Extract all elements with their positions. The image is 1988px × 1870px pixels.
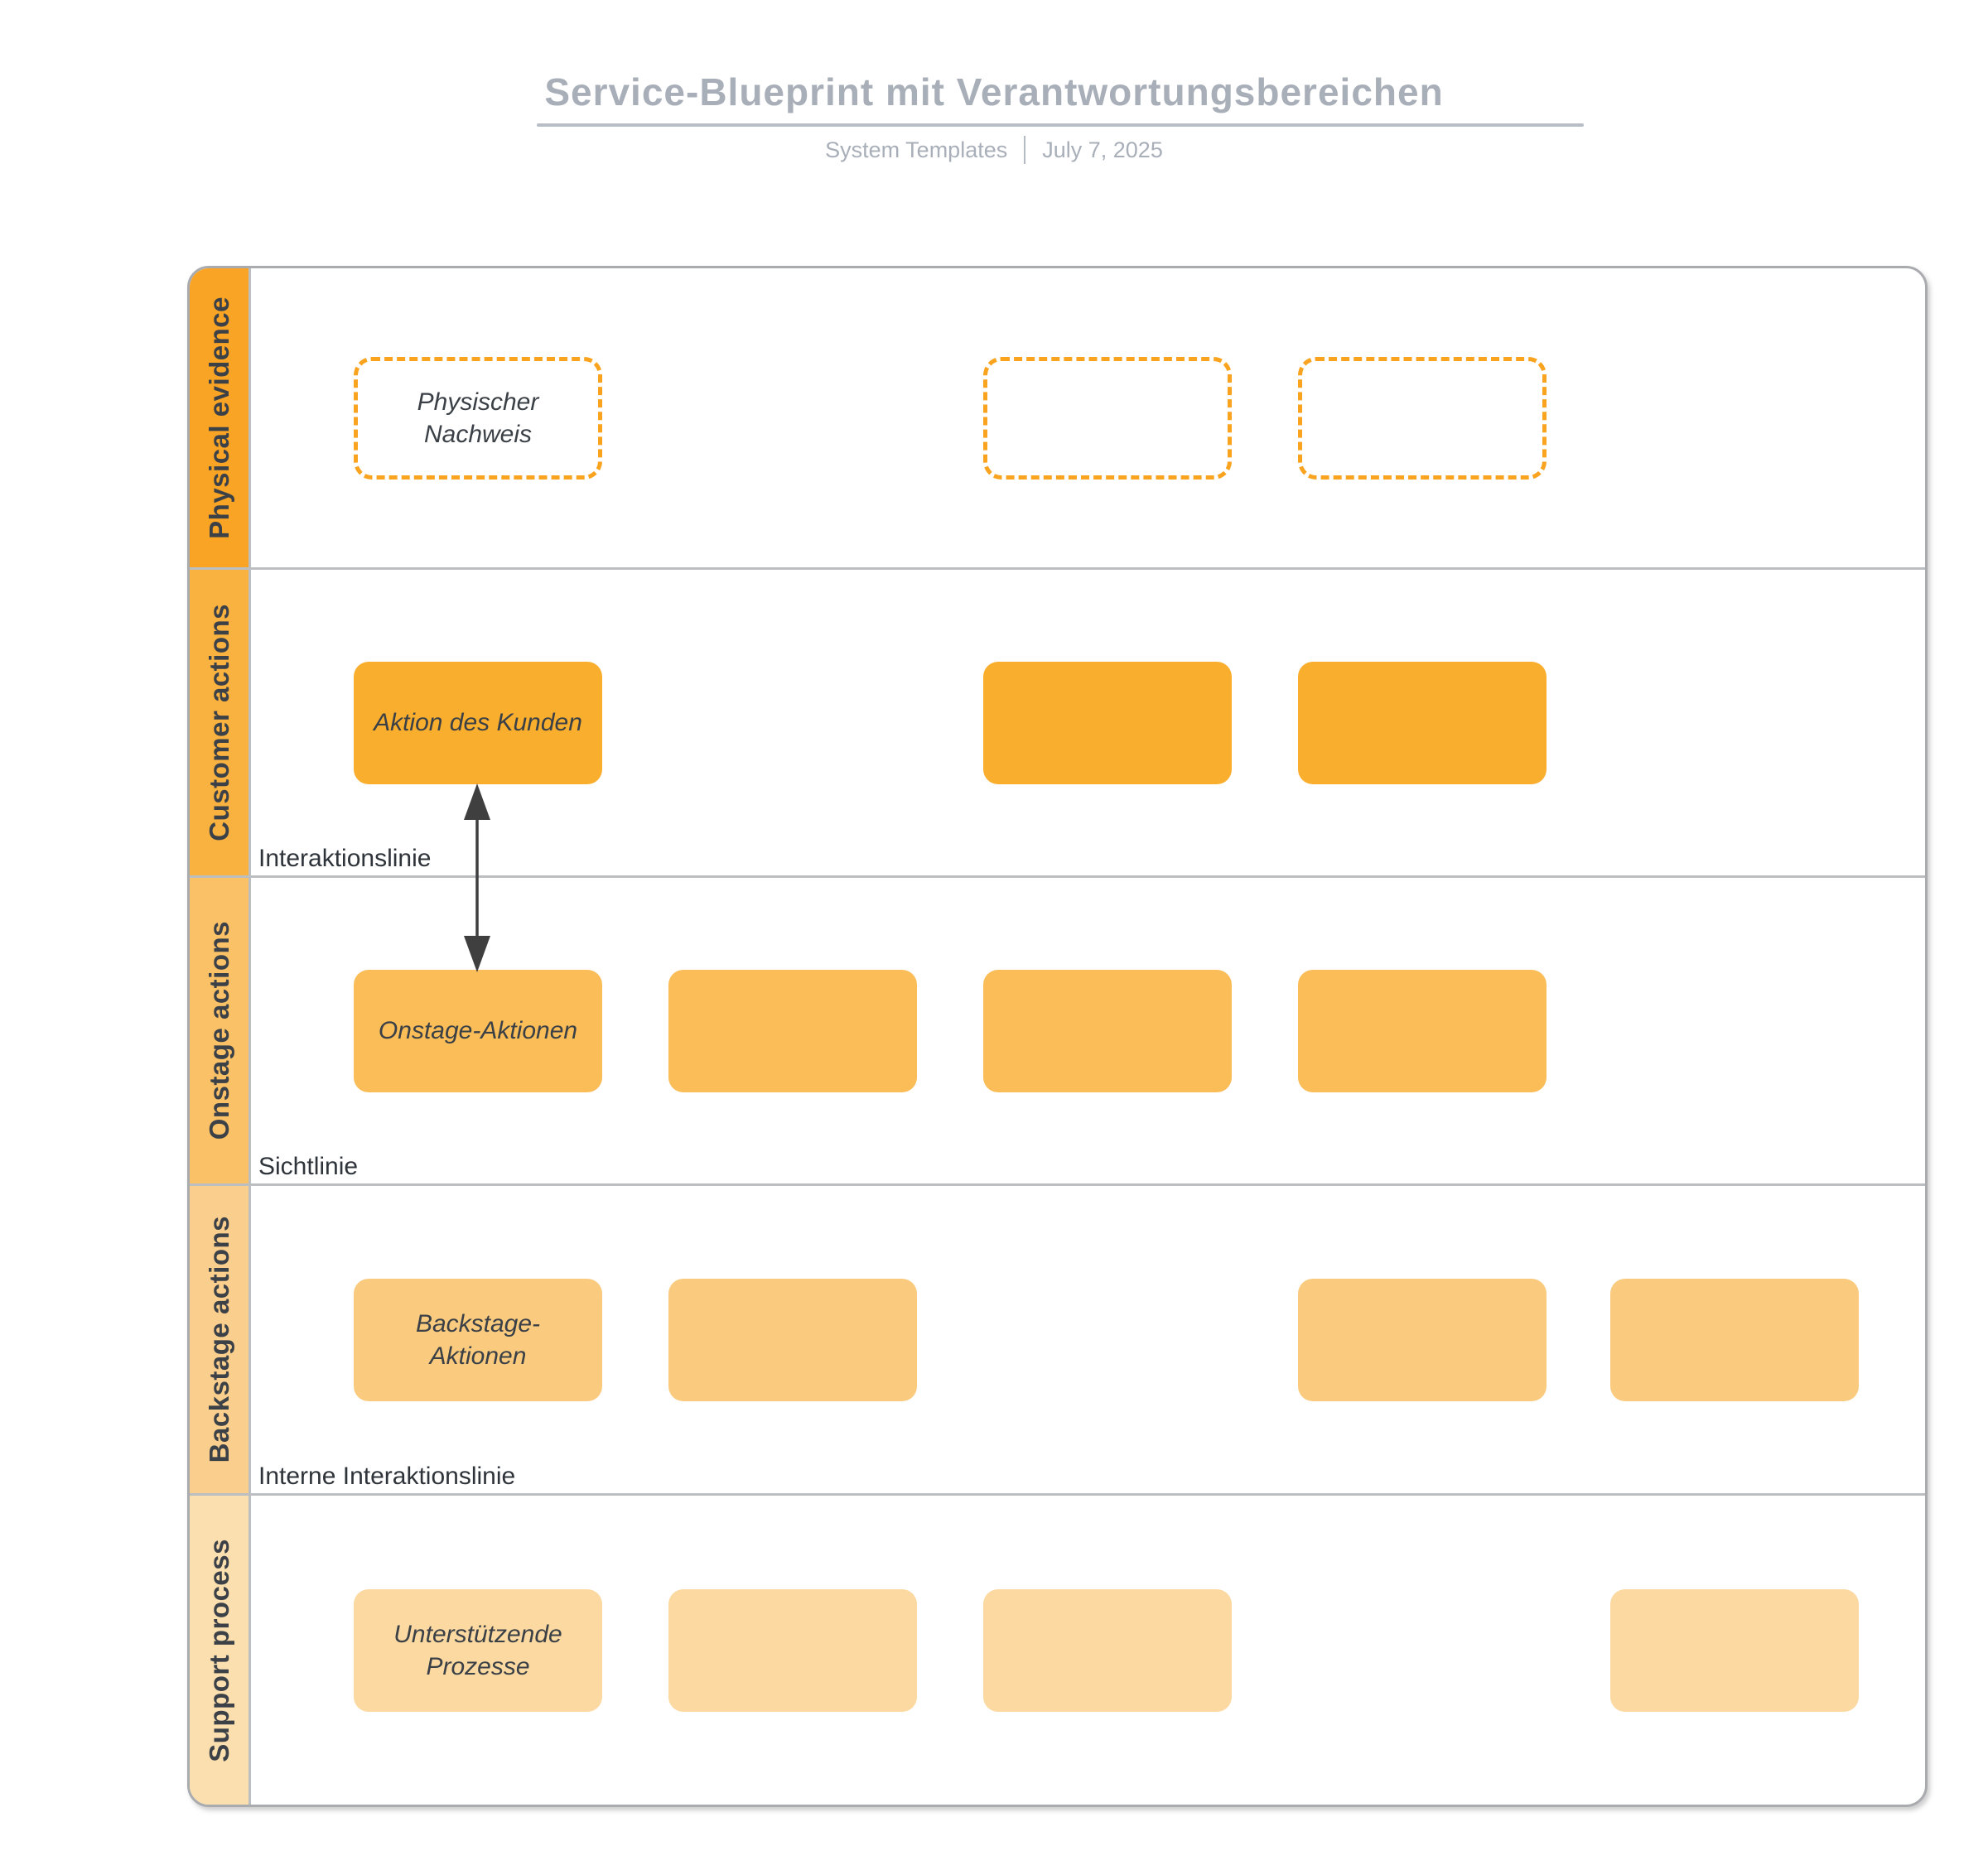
blueprint-box: Aktion des Kunden: [354, 661, 602, 784]
blueprint-box: [1298, 661, 1546, 784]
line-of-interaction-label: Interaktionslinie: [258, 845, 432, 872]
line-of-internal-interaction-label: Interne Interaktionslinie: [258, 1463, 516, 1490]
lane-strip: Customer actions: [190, 570, 251, 875]
blueprint-box: [1610, 1588, 1859, 1712]
blueprint-box: [983, 661, 1232, 784]
lane-label: Backstage actions: [203, 1216, 234, 1463]
lane-label: Customer actions: [203, 604, 234, 841]
box-label: Backstage-Aktionen: [415, 1309, 541, 1370]
box-label: Onstage-Aktionen: [378, 1017, 578, 1044]
lane-strip: Onstage actions: [190, 878, 251, 1183]
blueprint-box: [983, 1588, 1232, 1712]
blueprint-box: Onstage-Aktionen: [354, 969, 602, 1092]
blueprint-box: [1298, 969, 1546, 1092]
blueprint-box: [1298, 356, 1546, 480]
lane-label: Physical evidence: [203, 296, 234, 539]
lane-strip: Support process: [190, 1496, 251, 1805]
blueprint-box: Physischer Nachweis: [354, 356, 602, 480]
subtitle-author: System Templates: [825, 137, 1008, 162]
lane-backstage-actions: Backstage actions Backstage-Aktionen: [190, 1186, 1925, 1496]
lane-physical-evidence: Physical evidence Physischer Nachweis: [190, 268, 1925, 570]
blueprint-box: [983, 356, 1232, 480]
blueprint-box: [983, 969, 1232, 1092]
lane-onstage-actions: Onstage actions Onstage-Aktionen: [190, 878, 1925, 1186]
lane-content: Onstage-Aktionen: [251, 878, 1925, 1183]
lane-label: Support process: [203, 1538, 234, 1762]
lane-strip: Physical evidence: [190, 268, 251, 567]
page-title: Service-Blueprint mit Verantwortungsbere…: [544, 70, 1444, 113]
blueprint-box: [668, 969, 917, 1092]
lane-content: Physischer Nachweis: [251, 268, 1925, 567]
subtitle-separator: [1024, 136, 1026, 164]
blueprint-box: [1610, 1278, 1859, 1401]
lane-content: Aktion des Kunden: [251, 570, 1925, 875]
lane-content: Backstage-Aktionen: [251, 1186, 1925, 1493]
lane-support-process: Support process Unterstützende Prozesse: [190, 1496, 1925, 1805]
blueprint-frame: Physical evidence Physischer Nachweis Cu…: [187, 266, 1928, 1807]
box-label: Physischer Nachweis: [417, 388, 539, 448]
lane-customer-actions: Customer actions Aktion des Kunden: [190, 570, 1925, 878]
blueprint-box: [668, 1588, 917, 1712]
lane-label: Onstage actions: [203, 921, 234, 1140]
box-label: Unterstützende Prozesse: [393, 1620, 562, 1680]
blueprint-box: [1298, 1278, 1546, 1401]
blueprint-box: Unterstützende Prozesse: [354, 1588, 602, 1712]
subtitle: System Templates July 7, 2025: [0, 136, 1988, 164]
lane-strip: Backstage actions: [190, 1186, 251, 1493]
blueprint-box: Backstage-Aktionen: [354, 1278, 602, 1401]
box-label: Aktion des Kunden: [374, 709, 582, 736]
subtitle-date: July 7, 2025: [1042, 137, 1163, 162]
title-underline: [537, 123, 1584, 127]
line-of-visibility-label: Sichtlinie: [258, 1153, 359, 1180]
blueprint-box: [668, 1278, 917, 1401]
double-arrow: [464, 783, 490, 972]
lane-content: Unterstützende Prozesse: [251, 1496, 1925, 1805]
